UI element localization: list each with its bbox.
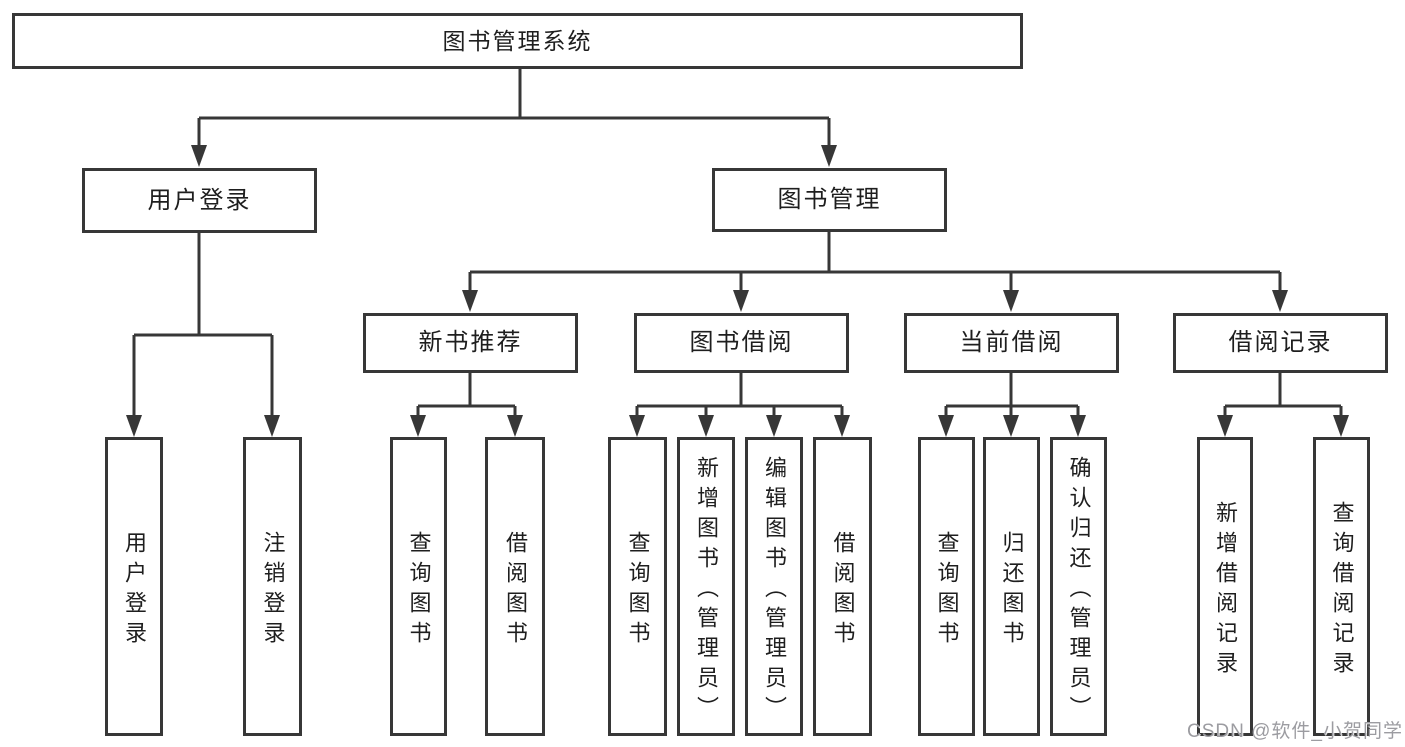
arrow-down-icon [1272,290,1288,312]
node-label: 新书推荐 [418,329,523,356]
node-label: 查询借阅记录 [1329,500,1355,681]
arrow-down-icons [126,145,1349,437]
connector-root-to-level2 [197,69,831,157]
node-label: 当前借阅 [959,329,1064,356]
leaf-borrow-books-recommend: 借阅图书 [485,437,545,736]
node-label: 查询图书 [625,530,651,651]
arrow-down-icon [733,290,749,312]
node-label: 查询图书 [934,530,960,651]
arrow-down-icon [191,145,207,167]
arrow-down-icon [1003,415,1019,437]
leaf-return-books: 归还图书 [983,437,1040,736]
connector-bookborrow-to-leaves [635,373,844,427]
arrow-down-icon [462,290,478,312]
leaf-query-books-recommend: 查询图书 [390,437,447,736]
leaf-user-login: 用户登录 [105,437,163,736]
node-label: 用户登录 [122,530,147,651]
node-library-management-system: 图书管理系统 [12,13,1023,69]
leaf-edit-books-admin: 编辑图书（管理员） [745,437,803,736]
node-label: 新增借阅记录 [1213,500,1238,681]
node-label: 编辑图书（管理员） [762,455,787,726]
arrow-down-icon [766,415,782,437]
node-new-book-recommendation: 新书推荐 [363,313,578,373]
arrow-down-icon [629,415,645,437]
leaf-confirm-return-admin: 确认归还（管理员） [1050,437,1107,736]
leaf-query-borrow-record: 查询借阅记录 [1313,437,1370,736]
arrow-down-icon [507,415,523,437]
leaf-borrow-books: 借阅图书 [813,437,872,736]
arrow-down-icon [821,145,837,167]
node-label: 图书管理系统 [442,27,593,54]
node-user-login: 用户登录 [82,168,317,233]
connector-newbook-to-leaves [416,373,517,427]
arrow-down-icon [698,415,714,437]
node-current-borrowing: 当前借阅 [904,313,1119,373]
node-borrowing-records: 借阅记录 [1173,313,1388,373]
csdn-watermark: CSDN @软件_小贺同学 [1187,721,1403,742]
arrow-down-icon [938,415,954,437]
arrow-down-icon [264,415,280,437]
connector-bookmgmt-to-level3 [468,232,1282,302]
node-label: 借阅图书 [503,530,528,651]
node-label: 图书管理 [777,186,882,213]
node-label: 确认归还（管理员） [1066,455,1092,726]
node-label: 归还图书 [999,530,1025,651]
leaf-query-books-borrow: 查询图书 [608,437,667,736]
node-book-management: 图书管理 [712,168,947,232]
arrow-down-icon [1070,415,1086,437]
leaf-logout-login: 注销登录 [243,437,302,736]
connector-userlogin-to-leaves [132,233,274,427]
arrow-down-icon [126,415,142,437]
node-label: 借阅图书 [830,530,856,651]
leaf-query-books-current: 查询图书 [918,437,975,736]
arrow-down-icon [1333,415,1349,437]
arrow-down-icon [1003,290,1019,312]
connector-borrowrecords-to-leaves [1223,373,1343,427]
arrow-down-icon [410,415,426,437]
node-label: 注销登录 [260,530,286,651]
node-label: 借阅记录 [1228,329,1333,356]
node-book-borrowing: 图书借阅 [634,313,849,373]
node-label: 图书借阅 [689,329,794,356]
node-label: 新增图书（管理员） [694,455,719,726]
node-label: 查询图书 [406,530,432,651]
node-label: 用户登录 [147,186,252,214]
arrow-down-icon [1217,415,1233,437]
leaf-add-books-admin: 新增图书（管理员） [677,437,735,736]
arrow-down-icon [834,415,850,437]
leaf-add-borrow-record: 新增借阅记录 [1197,437,1253,736]
